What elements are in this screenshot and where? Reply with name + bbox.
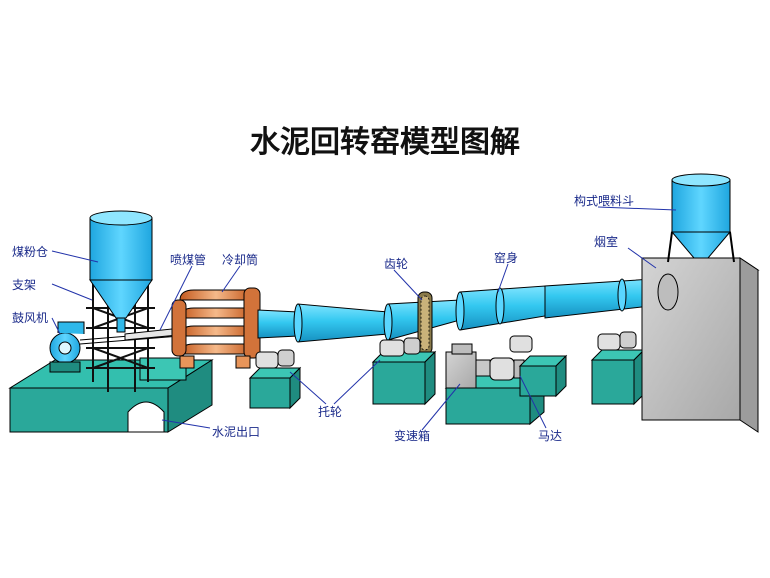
label-motor: 马达 bbox=[538, 429, 562, 443]
label-cement-outlet: 水泥出口 bbox=[212, 425, 260, 439]
label-roller: 托轮 bbox=[318, 405, 342, 419]
label-feed-hopper: 构式喂料斗 bbox=[574, 193, 634, 208]
feed-hopper bbox=[667, 173, 735, 263]
left-platform bbox=[8, 357, 214, 433]
gear-ring bbox=[417, 291, 433, 355]
motor bbox=[489, 357, 525, 381]
gearbox bbox=[445, 343, 491, 389]
roller-station-1 bbox=[248, 349, 302, 410]
smoke-chamber bbox=[640, 257, 760, 433]
label-cooler: 冷却筒 bbox=[222, 252, 258, 267]
label-kiln-body: 窑身 bbox=[494, 250, 518, 265]
cooler-drum bbox=[171, 287, 261, 369]
roller-station-2 bbox=[371, 337, 437, 406]
coal-bin bbox=[89, 210, 153, 333]
leader-lines bbox=[51, 206, 677, 431]
label-gearbox: 变速箱 bbox=[394, 428, 430, 443]
label-coal-pipe: 喷煤管 bbox=[170, 252, 206, 267]
label-support: 支架 bbox=[12, 278, 36, 292]
label-coal-bin: 煤粉仓 bbox=[12, 245, 48, 259]
diagram-title: 水泥回转窑模型图解 bbox=[250, 125, 520, 160]
roller-station-4 bbox=[590, 331, 646, 406]
label-chimney: 烟室 bbox=[594, 234, 618, 249]
kiln-body bbox=[257, 277, 675, 343]
label-gear: 齿轮 bbox=[384, 257, 408, 271]
label-blower: 鼓风机 bbox=[12, 311, 48, 325]
roller-station-3 bbox=[509, 335, 568, 398]
labels: 煤粉仓 支架 鼓风机 喷煤管 冷却筒 齿轮 窑身 构式喂料斗 烟室 托轮 水泥出… bbox=[12, 193, 634, 443]
